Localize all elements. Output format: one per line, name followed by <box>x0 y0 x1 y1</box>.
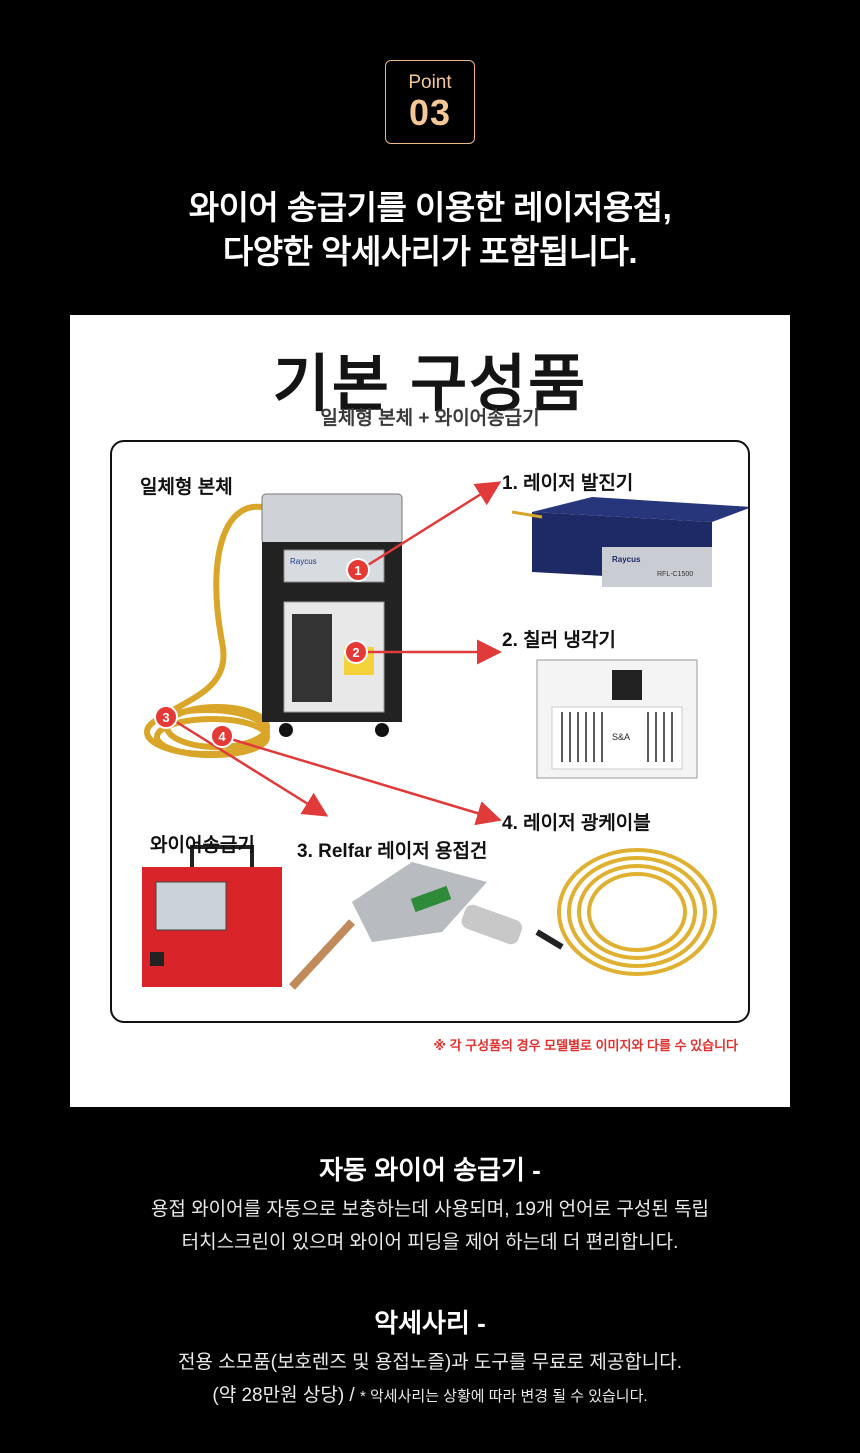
accessories-section: 악세사리 - 전용 소모품(보호렌즈 및 용접노즐)과 도구를 무료로 제공합니… <box>0 1305 860 1413</box>
label-laser-source: 1. 레이저 발진기 <box>502 473 634 494</box>
accessories-desc-2: (약 28만원 상당) / * 악세사리는 상황에 따라 변경 될 수 있습니다… <box>0 1379 860 1413</box>
label-laser-cable: 4. 레이저 광케이블 <box>502 813 651 834</box>
svg-text:1: 1 <box>354 563 361 578</box>
main-unit-icon: Raycus <box>261 493 403 737</box>
point-badge: Point 03 <box>385 60 475 144</box>
point-label: Point <box>408 72 452 93</box>
svg-text:2: 2 <box>352 645 359 660</box>
svg-text:4: 4 <box>218 729 226 744</box>
accessories-desc-1: 전용 소모품(보호렌즈 및 용접노즐)과 도구를 무료로 제공합니다. <box>177 1352 683 1373</box>
headline-line-1: 와이어 송급기를 이용한 레이저용접, <box>188 189 672 226</box>
welding-gun-icon <box>289 862 523 990</box>
laser-source-brand: Raycus <box>612 555 641 564</box>
laser-source-model: RFL-C1500 <box>657 571 693 578</box>
accessories-price: (약 28만원 상당) / <box>212 1385 360 1406</box>
wire-feeder-icon <box>142 845 282 987</box>
headline: 와이어 송급기를 이용한 레이저용접, 다양한 악세사리가 포함됩니다. <box>0 186 860 274</box>
laser-source-icon: Raycus RFL-C1500 <box>511 497 748 587</box>
components-image-panel: 기본 구성품 일체형 본체 + 와이어송급기 Raycus <box>70 315 790 1107</box>
wire-feeder-title: 자동 와이어 송급기 - <box>319 1155 541 1185</box>
marker-4: 4 <box>210 724 234 748</box>
diagram-illustration: Raycus Raycus RFL-C1500 <box>142 481 748 990</box>
label-main-unit: 일체형 본체 <box>140 477 233 498</box>
panel-footnote: ※ 각 구성품의 경우 모델별로 이미지와 다를 수 있습니다 <box>433 1038 738 1053</box>
chiller-icon: S&A <box>536 659 698 779</box>
label-wire-feeder: 와이어송급기 <box>150 835 255 856</box>
wire-feeder-desc-1: 용접 와이어를 자동으로 보충하는데 사용되며, 19개 언어로 구성된 독립 <box>150 1199 710 1220</box>
main-unit-cable <box>144 503 270 758</box>
label-chiller: 2. 칠러 냉각기 <box>502 630 616 651</box>
panel-subtitle: 일체형 본체 + 와이어송급기 <box>320 408 540 429</box>
wire-feeder-section: 자동 와이어 송급기 - 용접 와이어를 자동으로 보충하는데 사용되며, 19… <box>0 1152 860 1259</box>
point-number: 03 <box>408 92 452 133</box>
main-unit-brand: Raycus <box>290 557 317 566</box>
label-welding-gun: 3. Relfar 레이저 용접건 <box>297 841 488 862</box>
accessories-note: * 악세사리는 상황에 따라 변경 될 수 있습니다. <box>360 1388 648 1405</box>
accessories-title: 악세사리 - <box>374 1308 486 1338</box>
panel-title: 기본 구성품 <box>272 350 588 419</box>
chiller-brand: S&A <box>612 732 630 742</box>
headline-line-2: 다양한 악세사리가 포함됩니다. <box>222 233 638 270</box>
svg-text:3: 3 <box>162 710 169 725</box>
marker-3: 3 <box>154 705 178 729</box>
wire-feeder-desc-2: 터치스크린이 있으며 와이어 피딩을 제어 하는데 더 편리합니다. <box>181 1232 679 1253</box>
leader-arrows <box>169 481 502 826</box>
components-diagram: Raycus Raycus RFL-C1500 <box>110 440 750 1023</box>
marker-2: 2 <box>344 640 368 664</box>
marker-1: 1 <box>346 558 370 582</box>
laser-cable-icon <box>535 848 717 976</box>
